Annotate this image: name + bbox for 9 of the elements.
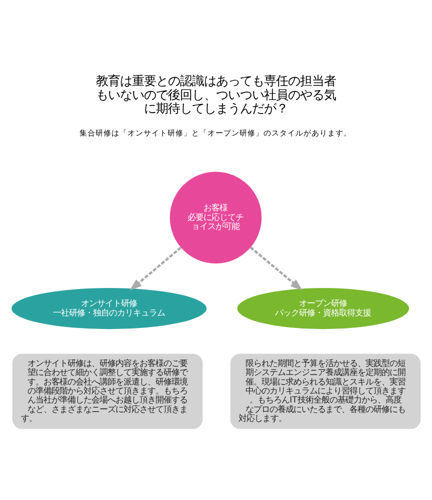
node-circle: お客様 必要に応じてチョイスが可能	[170, 171, 262, 263]
node-ellipse: オンサイト研修 一社研修・独自のカリキュラム	[12, 288, 207, 329]
node-ellipse: オープン研修 パック研修・資格取得支援	[237, 288, 410, 329]
diagram-title: 教育は重要との認識はあっても専任の担当者もいないので後回し、ついつい社員のやる気に期待してしまうんだが？	[96, 73, 336, 116]
label: 集合研修は「オンサイト研修」と「オープン研修」のスタイルがあります。	[80, 128, 352, 137]
node-box: オンサイト研修は、研修内容をお客様のご要望に合わせて細かく調整して実施する研修です。お客様の会社へ講師を派遣し、研修環境の準備段階から対応させて頂きます。もちろん当社が準備した会場へお越し頂き開催するなど、さまざまなニーズに対応させて頂きます。	[12, 353, 203, 428]
arrow	[130, 246, 182, 290]
arrow	[250, 246, 303, 290]
node-box: 限られた期間と予算を活かせる、実践型の短期システムエンジニア養成講座を定期的に開催。現場に求められる知識とスキルを、実習中心のカリキュラムにより習得して頂きます。もちろんIT技術全般の基礎力から、高度なプロの養成にいたるまで、各種の研修にも対応します。	[230, 353, 421, 428]
